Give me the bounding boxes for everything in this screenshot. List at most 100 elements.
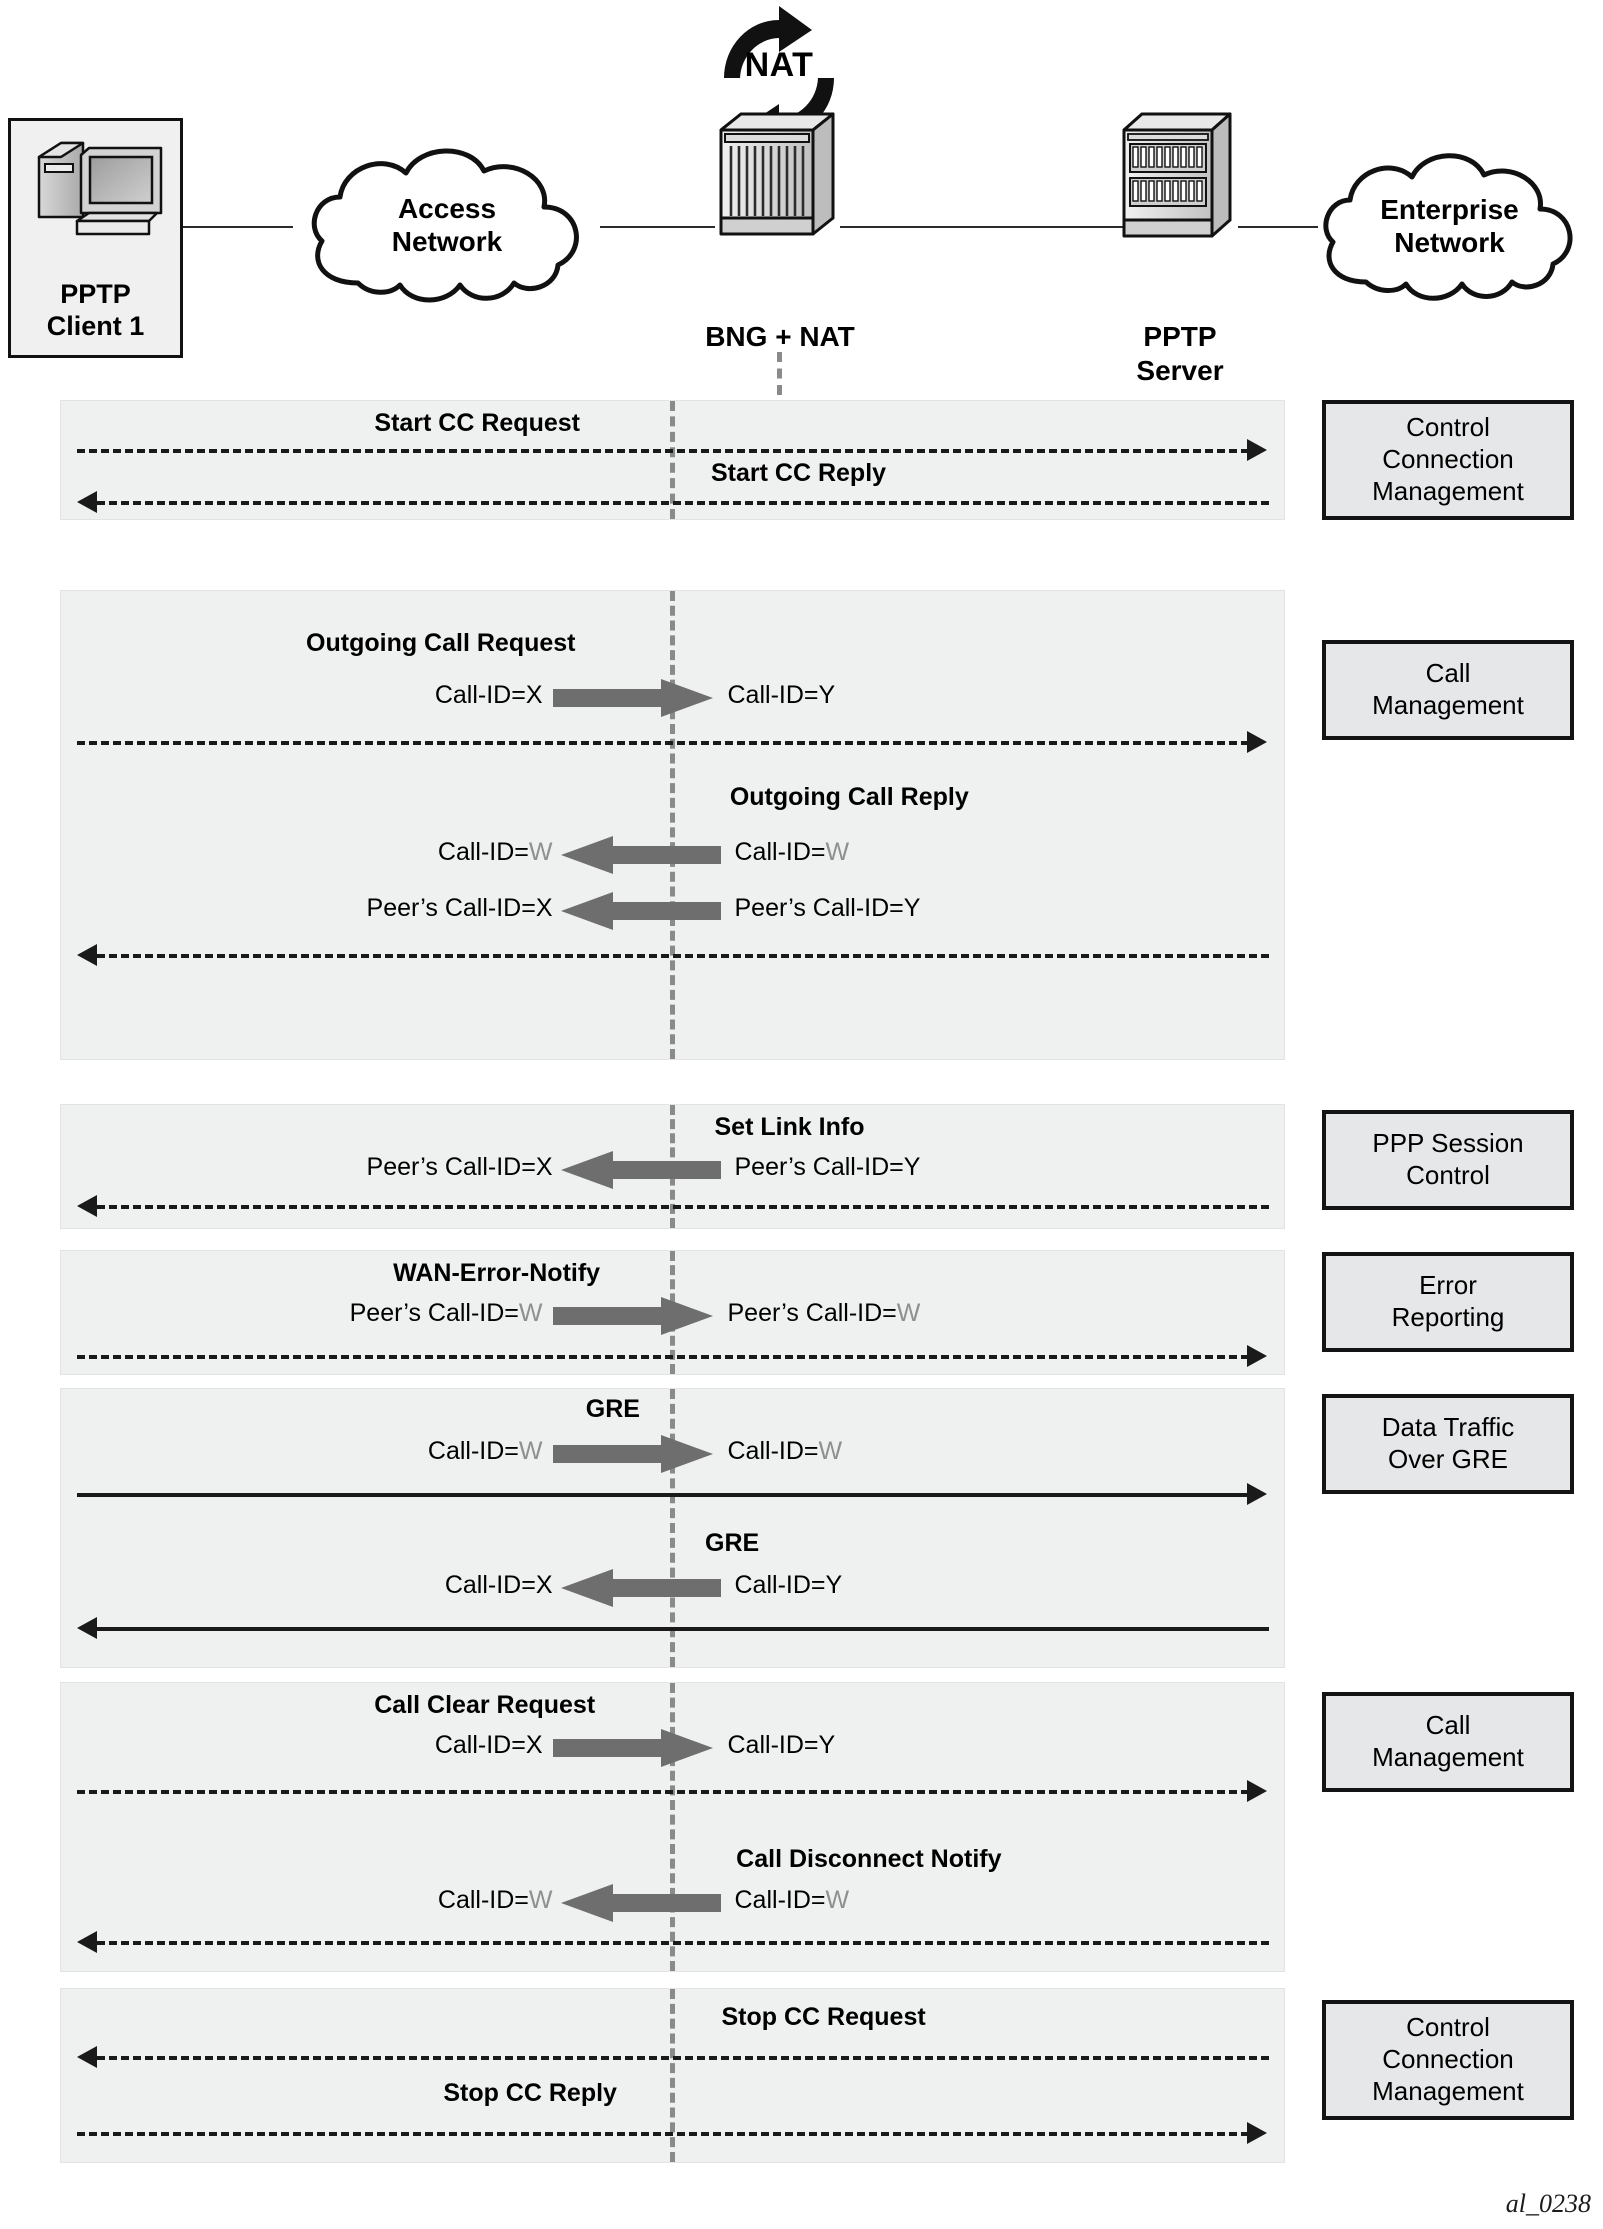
legend-box-data-traffic-over-gre: Data Traffic Over GRE: [1322, 1394, 1574, 1494]
panel-data-traffic-over-gre: GRE Call-ID=W Call-ID=W GRE Call-ID=X Ca…: [60, 1388, 1285, 1668]
panel-error-reporting: WAN-Error-Notify Peer’s Call-ID=W Peer’s…: [60, 1250, 1285, 1375]
flow-line-set-link-info: [97, 1205, 1269, 1209]
arrowhead-right-icon: [1247, 1483, 1267, 1505]
call-id-left-gre-upstream: Call-ID=W: [428, 1437, 543, 1466]
nat-boundary-line: [670, 1683, 675, 1971]
message-label-stop-cc-request: Stop CC Request: [721, 2003, 926, 2031]
panel-call-management-2: Call Clear Request Call-ID=X Call-ID=Y C…: [60, 1682, 1285, 1972]
peer-call-id-right-prefix: Peer’s Call-ID=: [727, 1299, 897, 1327]
message-label-outgoing-call-reply: Outgoing Call Reply: [729, 783, 969, 811]
nat-translate-arrow-left-icon: [560, 1151, 721, 1189]
cloud-icon: [311, 148, 579, 303]
call-id-right-gre-upstream: Call-ID=W: [728, 1437, 843, 1466]
arrowhead-left-icon: [77, 1195, 97, 1217]
cloud-icon: [1323, 153, 1573, 301]
legend-box-ppp-session-control: PPP Session Control: [1322, 1110, 1574, 1210]
access-network-label: Access Network: [391, 192, 503, 257]
enterprise-network-node: Enterprise Network: [1302, 138, 1597, 313]
call-id-right-call-clear-request: Call-ID=Y: [727, 1731, 836, 1759]
call-id-right-value: W: [825, 1886, 850, 1914]
legend-label: Data Traffic Over GRE: [1381, 1412, 1515, 1474]
legend-label: Call Management: [1372, 1710, 1524, 1772]
arrowhead-left-icon: [77, 1617, 97, 1639]
legend-box-control-connection-management-2: Control Connection Management: [1322, 2000, 1574, 2120]
nat-boundary-line: [777, 352, 782, 395]
call-id-left-prefix: Call-ID=: [437, 1886, 529, 1914]
network-topology: PPTP Client 1 Access Network NAT: [0, 0, 1603, 395]
arrowhead-left-icon: [77, 491, 97, 513]
call-id-left-outgoing-call-request: Call-ID=X: [434, 681, 543, 709]
call-id-left-value: W: [518, 1437, 543, 1465]
enterprise-network-label: Enterprise Network: [1380, 193, 1519, 258]
peer-call-id-right-set-link-info: Peer’s Call-ID=Y: [734, 1153, 921, 1181]
legend-box-call-management-1: Call Management: [1322, 640, 1574, 740]
call-id-right-prefix: Call-ID=: [734, 1886, 826, 1914]
peer-call-id-right-value: W: [896, 1299, 921, 1327]
message-label-gre-downstream: GRE: [705, 1529, 760, 1557]
peer-call-id-left-prefix: Peer’s Call-ID=: [349, 1299, 519, 1327]
nat-translate-arrow-left-icon: [560, 1884, 721, 1922]
nat-boundary-line: [670, 1389, 675, 1667]
arrowhead-left-icon: [77, 2046, 97, 2068]
call-id-left-gre-downstream: Call-ID=X: [444, 1571, 553, 1599]
legend-label: Error Reporting: [1391, 1270, 1505, 1332]
message-label-gre-upstream: GRE: [585, 1395, 640, 1423]
wire-bng-to-server: [840, 226, 1130, 228]
flow-line-outgoing-call-reply: [97, 954, 1269, 958]
arrowhead-right-icon: [1247, 1780, 1267, 1802]
panel-call-management-1: Outgoing Call Request Call-ID=X Call-ID=…: [60, 590, 1285, 1060]
legend-label: PPP Session Control: [1372, 1128, 1524, 1190]
flow-line-gre-upstream: [77, 1493, 1249, 1497]
call-id-left-outgoing-call-reply: Call-ID=W: [438, 838, 553, 867]
nat-boundary-line: [670, 1989, 675, 2162]
pptp-client-node: PPTP Client 1: [8, 118, 183, 358]
peer-call-id-left-value: W: [518, 1299, 543, 1327]
call-id-left-value: W: [528, 1886, 553, 1914]
panel-ppp-session-control: Set Link Info Peer’s Call-ID=X Peer’s Ca…: [60, 1104, 1285, 1229]
arrowhead-right-icon: [1247, 2122, 1267, 2144]
arrowhead-right-icon: [1247, 731, 1267, 753]
call-id-right-prefix: Call-ID=: [727, 1437, 819, 1465]
nat-translate-arrow-left-icon: [560, 836, 721, 874]
message-label-set-link-info: Set Link Info: [714, 1113, 865, 1141]
flow-line-stop-cc-reply: [77, 2132, 1249, 2136]
desktop-computer-icon: [37, 141, 163, 236]
nat-boundary-line: [670, 591, 675, 1059]
call-id-left-value: W: [528, 838, 553, 866]
call-id-left-prefix: Call-ID=: [437, 838, 529, 866]
call-id-left-prefix: Call-ID=: [427, 1437, 519, 1465]
legend-box-error-reporting: Error Reporting: [1322, 1252, 1574, 1352]
legend-label: Control Connection Management: [1372, 412, 1524, 506]
message-label-call-disconnect-notify: Call Disconnect Notify: [736, 1845, 1002, 1873]
flow-line-wan-error-notify: [77, 1355, 1249, 1359]
server-rack-icon: [1122, 112, 1232, 238]
panel-control-connection-management-1: Start CC Request Start CC Reply: [60, 400, 1285, 520]
bng-nat-node: [715, 108, 845, 238]
nat-label: NAT: [744, 46, 814, 84]
figure-caption: al_0238: [1505, 2189, 1591, 2218]
legend-label: Call Management: [1372, 658, 1524, 720]
message-label-start-cc-request: Start CC Request: [374, 409, 580, 437]
pptp-server-node: [1118, 108, 1240, 238]
peer-call-id-right-wan-error-notify: Peer’s Call-ID=W: [728, 1299, 921, 1328]
message-label-call-clear-request: Call Clear Request: [374, 1691, 596, 1719]
call-id-right-call-disconnect-notify: Call-ID=W: [735, 1886, 850, 1915]
nat-translate-arrow-right-icon: [552, 679, 713, 717]
flow-line-gre-downstream: [97, 1627, 1269, 1631]
legend-box-control-connection-management-1: Control Connection Management: [1322, 400, 1574, 520]
peer-call-id-left-set-link-info: Peer’s Call-ID=X: [366, 1153, 553, 1181]
call-id-right-value: W: [818, 1437, 843, 1465]
pptp-server-label: PPTP Server: [1136, 321, 1224, 386]
flow-line-stop-cc-request: [97, 2056, 1269, 2060]
arrowhead-right-icon: [1247, 439, 1267, 461]
flow-line-start-cc-reply: [97, 501, 1269, 505]
legend-box-call-management-2: Call Management: [1322, 1692, 1574, 1792]
nat-translate-arrow-right-icon: [552, 1297, 713, 1335]
message-label-start-cc-reply: Start CC Reply: [711, 459, 887, 487]
flow-line-call-disconnect-notify: [97, 1941, 1269, 1945]
nat-translate-arrow-left-icon: [560, 1569, 721, 1607]
wire-server-to-enterprise: [1238, 226, 1318, 228]
nat-translate-arrow-left-icon: [560, 892, 721, 930]
call-id-right-outgoing-call-reply: Call-ID=W: [735, 838, 850, 867]
arrowhead-right-icon: [1247, 1345, 1267, 1367]
